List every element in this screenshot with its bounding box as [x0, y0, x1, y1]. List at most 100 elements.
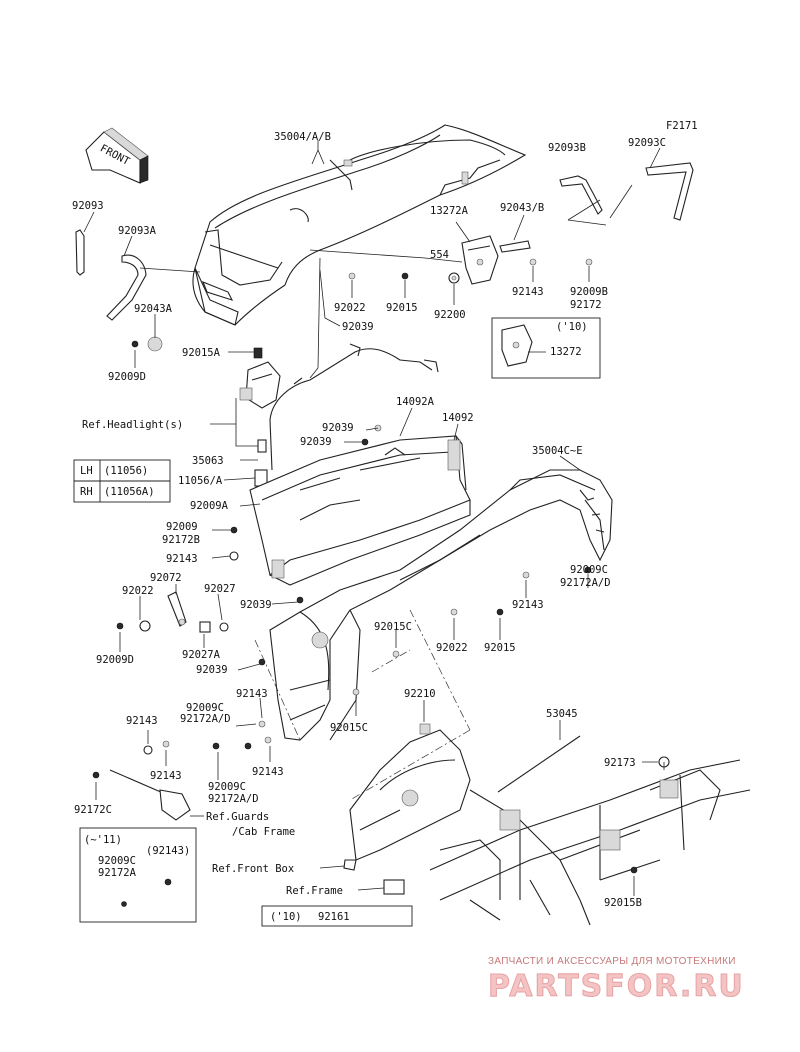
- label-92172a-box: 92172A: [98, 867, 137, 879]
- label-11056: 11056/A: [178, 475, 223, 487]
- table-side-lh: LH: [80, 465, 93, 477]
- label-92039-b: 92039: [300, 436, 332, 448]
- trim-strip-92093c: [645, 162, 694, 221]
- label-92043a: 92043A: [134, 303, 173, 315]
- label-92143-left: 92143: [126, 715, 158, 727]
- front-fender-top-drawing: [192, 124, 527, 326]
- label-92161: 92161: [318, 911, 350, 923]
- label-92172b: 92172B: [162, 534, 200, 546]
- label-14092: 14092: [442, 412, 474, 424]
- label-13272a: 13272A: [430, 205, 469, 217]
- label-92093: 92093: [72, 200, 104, 212]
- label-92093b: 92093B: [548, 142, 586, 154]
- label-92027: 92027: [204, 583, 236, 595]
- bracket-92072: [167, 591, 187, 627]
- trim-strip-92093a: [106, 254, 147, 321]
- part-labels: F2171 35004/A/B 92093B 92093C 92093 9209…: [72, 120, 698, 923]
- label-554: 554: [430, 249, 449, 261]
- trim-strip-92093b: [559, 175, 603, 215]
- ref-guards: Ref.Guards: [206, 811, 269, 823]
- label-35004c: 35004C~E: [532, 445, 583, 457]
- label-92143-box: (92143): [146, 845, 190, 857]
- label-92200: 92200: [434, 309, 466, 321]
- label-92022-top: 92022: [334, 302, 366, 314]
- label-92022-mid: 92022: [122, 585, 154, 597]
- label-92039-top: 92039: [342, 321, 374, 333]
- watermark: ЗАПЧАСТИ И АКСЕССУАРЫ ДЛЯ МОТОТЕХНИКИ PA…: [488, 956, 745, 1005]
- label-92210: 92210: [404, 688, 436, 700]
- ref-front-box: Ref.Front Box: [212, 863, 294, 875]
- label-92015b: 92015B: [604, 897, 642, 909]
- label-92039-low: 92039: [196, 664, 228, 676]
- label-92009c-bot: 92009C: [208, 781, 246, 793]
- label-14092a: 14092A: [396, 396, 435, 408]
- label-92027a: 92027A: [182, 649, 221, 661]
- label-92143-left2: 92143: [150, 770, 182, 782]
- label-92009d-mid: 92009D: [96, 654, 134, 666]
- inner-panel-14092-drawing: [249, 435, 471, 586]
- label-92009c-right: 92009C: [570, 564, 608, 576]
- label-92039-a: 92039: [322, 422, 354, 434]
- ref-frame: Ref.Frame: [286, 885, 343, 897]
- label-92043b: 92043/B: [500, 202, 544, 214]
- label-92009: 92009: [166, 521, 198, 533]
- label-92172ad-right: 92172A/D: [560, 577, 611, 589]
- note-11: (~'11): [84, 834, 122, 846]
- label-13272: 13272: [550, 346, 582, 358]
- label-92143-top: 92143: [512, 286, 544, 298]
- table-part-lh: (11056): [104, 465, 148, 477]
- label-92143-mid: 92143: [166, 553, 198, 565]
- trim-strip-92093: [75, 229, 85, 276]
- label-53045: 53045: [546, 708, 578, 720]
- label-92015-right: 92015: [484, 642, 516, 654]
- label-92015-top: 92015: [386, 302, 418, 314]
- label-92143-low: 92143: [236, 688, 268, 700]
- bracket-13272-drawing: [501, 324, 533, 367]
- ref-headlight: Ref.Headlight(s): [82, 419, 183, 431]
- inset-box-11: [79, 827, 197, 923]
- label-92009c-low: 92009C: [186, 702, 224, 714]
- label-92009a: 92009A: [190, 500, 229, 512]
- note-10-a: ('10): [556, 321, 588, 333]
- label-92143-low2: 92143: [252, 766, 284, 778]
- label-92172ad-low: 92172A/D: [180, 713, 231, 725]
- bracket-13272a-drawing: [348, 235, 593, 285]
- stay-rod-35063: [269, 348, 433, 471]
- label-92143-right: 92143: [512, 599, 544, 611]
- front-arrow-icon: FRONT: [85, 127, 149, 184]
- lh-rh-table: LH (11056) RH (11056A): [73, 459, 171, 503]
- label-92172: 92172: [570, 299, 602, 311]
- guard-bracket-drawing: [109, 769, 191, 821]
- label-35004: 35004/A/B: [274, 131, 331, 143]
- front-fender-lower-drawing: [269, 469, 613, 741]
- phantom-lines: [254, 609, 471, 801]
- label-92009b: 92009B: [570, 286, 608, 298]
- label-92172ad-bot: 92172A/D: [208, 793, 259, 805]
- label-92072: 92072: [150, 572, 182, 584]
- label-92015c-a: 92015C: [374, 621, 412, 633]
- watermark-logo: PARTSFOR.RU: [488, 969, 745, 1004]
- table-part-rh: (11056A): [104, 486, 155, 498]
- label-92015c-b: 92015C: [330, 722, 368, 734]
- label-35063: 35063: [192, 455, 224, 467]
- label-92015a: 92015A: [182, 347, 221, 359]
- ref-cab-frame: /Cab Frame: [232, 826, 295, 838]
- inset-box-92161: [261, 905, 413, 927]
- label-92093c: 92093C: [628, 137, 666, 149]
- figure-id: F2171: [666, 120, 698, 132]
- label-92173: 92173: [604, 757, 636, 769]
- watermark-caption: ЗАПЧАСТИ И АКСЕССУАРЫ ДЛЯ МОТОТЕХНИКИ: [488, 956, 736, 967]
- label-92039-mid: 92039: [240, 599, 272, 611]
- headlight-bracket-drawing: [131, 336, 281, 508]
- side-panel-drawing: [343, 723, 471, 871]
- table-side-rh: RH: [80, 486, 93, 498]
- label-92093a: 92093A: [118, 225, 157, 237]
- cable-53045: [497, 735, 581, 793]
- note-10-b: ('10): [270, 911, 302, 923]
- label-92009d-top: 92009D: [108, 371, 146, 383]
- label-92009c-box: 92009C: [98, 855, 136, 867]
- label-92172c: 92172C: [74, 804, 112, 816]
- label-92022-right: 92022: [436, 642, 468, 654]
